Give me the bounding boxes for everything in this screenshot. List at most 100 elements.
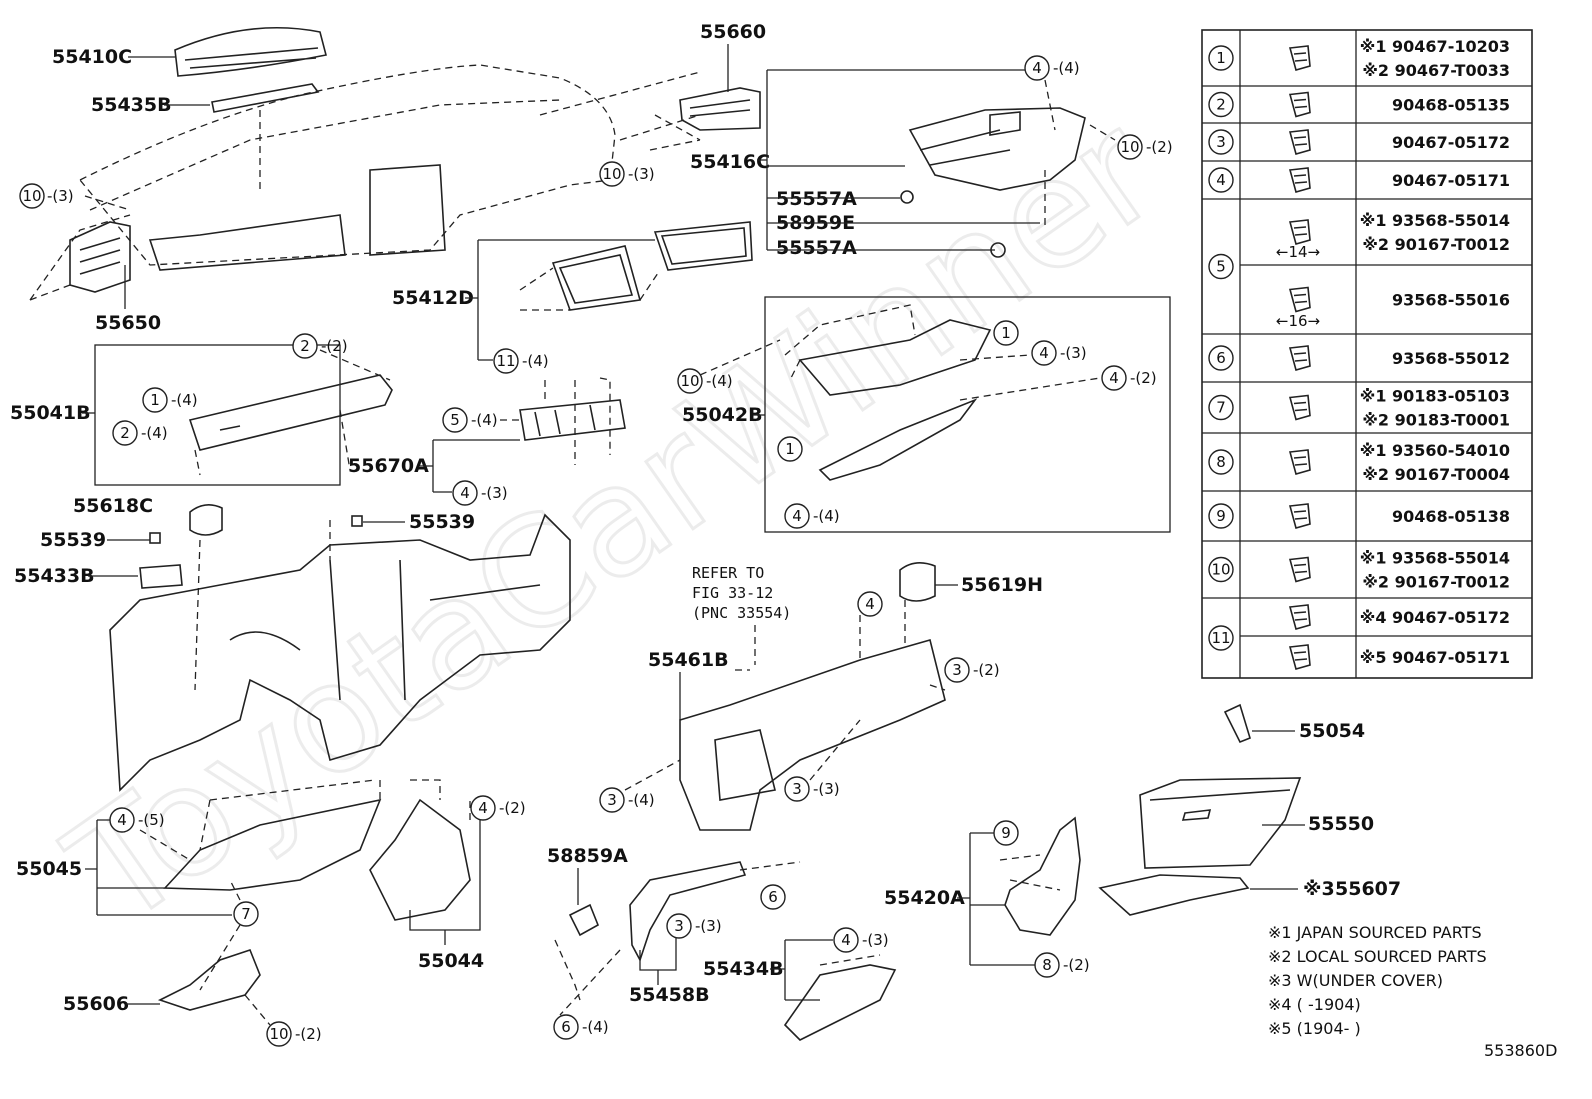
lower-cover-55045-shape	[163, 798, 382, 891]
table-ref-circle	[1208, 129, 1234, 155]
fastener-part-number: ※1 93568-55014	[1360, 211, 1510, 230]
callout-4-3-center: 4 -(3)	[452, 480, 508, 506]
callout-3-4-console: 3 -(4)	[599, 787, 655, 813]
note-4: ※4 ( -1904)	[1268, 995, 1361, 1014]
table-ref-number: 9	[1216, 507, 1226, 525]
note-1: ※1 JAPAN SOURCED PARTS	[1268, 923, 1482, 942]
svg-text:-(3): -(3)	[481, 484, 508, 502]
fastener-icon	[1288, 556, 1311, 583]
clip-55557A-2-shape	[990, 242, 1006, 258]
table-ref-circle	[1208, 345, 1234, 371]
reinforcement-inner-1	[229, 559, 541, 701]
combination-meter-shape	[174, 26, 327, 77]
label-55539-2: 55539	[409, 511, 475, 533]
table-ref-number: 3	[1216, 133, 1226, 151]
label-55054: 55054	[1299, 720, 1365, 742]
svg-text:-(2): -(2)	[1063, 956, 1090, 974]
table-ref-circle	[1208, 556, 1234, 583]
svg-text:-(4): -(4)	[471, 411, 498, 429]
fastener-part-number: ※1 90183-05103	[1360, 387, 1510, 406]
lower-cover-55044-shape	[369, 798, 471, 921]
callout-7: 7	[233, 901, 259, 927]
side-trim-dash	[559, 861, 801, 1016]
callout-6-4: 6 -(4)	[553, 1014, 609, 1040]
label-55041B: 55041B	[10, 402, 91, 424]
table-ref-circle	[1208, 253, 1234, 280]
table-ref-circle	[1208, 394, 1234, 421]
fastener-part-number: ※2 90167-T0012	[1362, 235, 1510, 254]
label-58859A: 58859A	[547, 845, 628, 867]
reinforcement-frame-shape	[109, 513, 571, 792]
console-callout-dash	[624, 684, 946, 791]
center-register-dash	[500, 377, 611, 465]
refer-line-1: REFER TO	[692, 564, 764, 582]
svg-text:-(4): -(4)	[141, 424, 168, 442]
label-55557A-2: 55557A	[776, 237, 857, 259]
callout-2-2: 2 -(2)	[292, 333, 348, 359]
refer-line-2: FIG 33-12	[692, 584, 773, 602]
callout-11-4: 11 -(4)	[493, 348, 549, 374]
svg-text:10: 10	[269, 1025, 288, 1043]
svg-text:10: 10	[602, 165, 621, 183]
fastener-part-number: 93568-55012	[1392, 349, 1510, 368]
damper-55054-shape	[1223, 703, 1251, 744]
table-ref-number: 1	[1216, 49, 1226, 67]
fastener-icon	[1288, 286, 1311, 313]
instrument-panel-upper-group	[29, 26, 616, 301]
dashboard-inner-trim	[148, 164, 446, 271]
svg-text:-(2): -(2)	[1130, 369, 1157, 387]
fastener-part-number: ※1 90467-10203	[1360, 37, 1510, 56]
lower-cover-55044-dash	[410, 779, 471, 820]
note-3: ※3 W(UNDER COVER)	[1268, 971, 1443, 990]
table-ref-circle	[1208, 45, 1234, 71]
center-register-shape	[519, 399, 626, 441]
table-ref-circle	[1208, 449, 1234, 475]
label-55550: 55550	[1308, 813, 1374, 835]
table-ref-number: 5	[1216, 258, 1226, 276]
svg-text:-(4): -(4)	[628, 791, 655, 809]
side-trim-55458B-shape	[629, 861, 747, 963]
svg-text:8: 8	[1042, 956, 1052, 974]
callout-9: 9	[993, 820, 1019, 846]
fastener-part-number: 90467-05171	[1392, 171, 1510, 190]
console-dash	[735, 600, 906, 671]
glovebox-upper-dash	[1044, 79, 1116, 225]
svg-text:-(4): -(4)	[522, 352, 549, 370]
svg-text:-(2): -(2)	[499, 799, 526, 817]
clip-58859A-dash	[554, 939, 581, 1001]
svg-text:-(4): -(4)	[1053, 59, 1080, 77]
cover-55434B-dash	[819, 954, 881, 966]
panel-55041B-dash	[194, 349, 391, 476]
bracket-55670A	[420, 439, 520, 493]
table-ref-number: 10	[1211, 561, 1230, 579]
label-55435B: 55435B	[91, 94, 172, 116]
fastener-icon	[1288, 167, 1311, 193]
callout-4-console: 4	[857, 591, 883, 617]
label-55458B: 55458B	[629, 984, 710, 1006]
switch-55433B-shape	[139, 564, 183, 589]
svg-text:1: 1	[785, 440, 795, 458]
svg-text:-(2): -(2)	[973, 661, 1000, 679]
table-border	[1201, 29, 1533, 679]
fastener-part-number: ※2 90167-T0004	[1362, 465, 1510, 484]
table-ref-number: 8	[1216, 453, 1226, 471]
table-ref-number: 7	[1216, 399, 1226, 417]
dashboard-mid-line	[89, 99, 561, 211]
bracket-55434B	[770, 939, 833, 1001]
callout-3-2-console: 3 -(2)	[944, 657, 1000, 683]
svg-text:1: 1	[150, 391, 160, 409]
label-55619H: 55619H	[961, 574, 1043, 596]
callout-4-3-box2: 4 -(3)	[1031, 340, 1087, 366]
center-vent-shape	[679, 87, 761, 131]
svg-text:-(3): -(3)	[628, 165, 655, 183]
svg-text:6: 6	[561, 1018, 571, 1036]
svg-text:-(3): -(3)	[813, 780, 840, 798]
display-bezel-shape	[551, 245, 642, 311]
meter-hood-strip-shape	[211, 83, 320, 113]
fastener-icon	[1288, 604, 1311, 630]
svg-text:-(3): -(3)	[47, 187, 74, 205]
svg-text:3: 3	[607, 791, 617, 809]
side-vent-left-shape	[69, 221, 131, 293]
fastener-dimension: ←16→	[1276, 312, 1320, 330]
